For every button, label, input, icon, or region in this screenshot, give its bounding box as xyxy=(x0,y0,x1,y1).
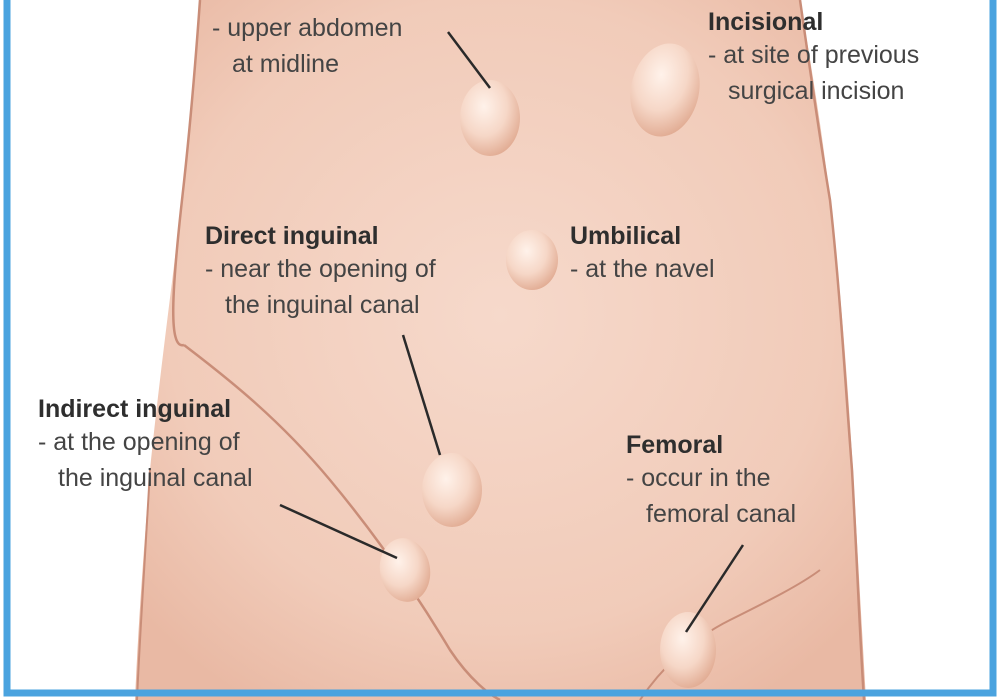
indirect-inguinal-leader xyxy=(279,503,398,560)
label-femoral: Femoral - occur in the femoral canal xyxy=(626,430,796,532)
epigastric-desc-2: at midline xyxy=(232,50,339,78)
indirect-inguinal-title: Indirect inguinal xyxy=(38,395,232,423)
right-waist-contour xyxy=(798,0,866,700)
direct-inguinal-title: Direct inguinal xyxy=(205,222,379,250)
femoral-leader xyxy=(684,544,745,633)
epigastric-desc-1: - upper abdomen xyxy=(212,14,403,42)
label-incisional: Incisional - at site of previous surgica… xyxy=(708,7,919,109)
incisional-title: Incisional xyxy=(708,8,824,36)
direct-inguinal-desc-2: the inguinal canal xyxy=(225,291,420,319)
femoral-desc-1: - occur in the xyxy=(626,464,771,492)
label-indirect-inguinal: Indirect inguinal - at the opening of th… xyxy=(38,394,253,496)
incisional-desc-2: surgical incision xyxy=(728,77,905,105)
indirect-inguinal-desc-1: - at the opening of xyxy=(38,428,240,456)
femoral-bulge xyxy=(660,612,716,688)
incisional-bulge xyxy=(630,43,700,137)
label-epigastric: - upper abdomen at midline xyxy=(212,10,402,82)
femoral-title: Femoral xyxy=(626,431,724,459)
epigastric-bulge xyxy=(460,80,520,156)
umbilical-title: Umbilical xyxy=(570,222,682,250)
indirect-inguinal-bulge xyxy=(379,538,431,602)
label-umbilical: Umbilical - at the navel xyxy=(570,221,715,287)
diagram-frame xyxy=(3,0,997,697)
left-waist-contour xyxy=(172,0,202,347)
umbilical-desc-1: - at the navel xyxy=(570,255,715,283)
femoral-desc-2: femoral canal xyxy=(646,500,797,528)
direct-inguinal-desc-1: - near the opening of xyxy=(205,255,436,283)
direct-inguinal-leader xyxy=(401,334,442,456)
label-direct-inguinal: Direct inguinal - near the opening of th… xyxy=(205,221,436,323)
umbilical-bulge xyxy=(506,230,558,290)
direct-inguinal-bulge xyxy=(422,453,482,527)
left-flank-contour xyxy=(136,469,151,700)
indirect-inguinal-desc-2: the inguinal canal xyxy=(58,464,253,492)
epigastric-leader xyxy=(447,31,491,89)
right-groin-contour xyxy=(639,569,821,700)
left-hip-contour xyxy=(183,344,501,700)
abdomen-torso xyxy=(135,0,866,700)
incisional-desc-1: - at site of previous xyxy=(708,41,920,69)
